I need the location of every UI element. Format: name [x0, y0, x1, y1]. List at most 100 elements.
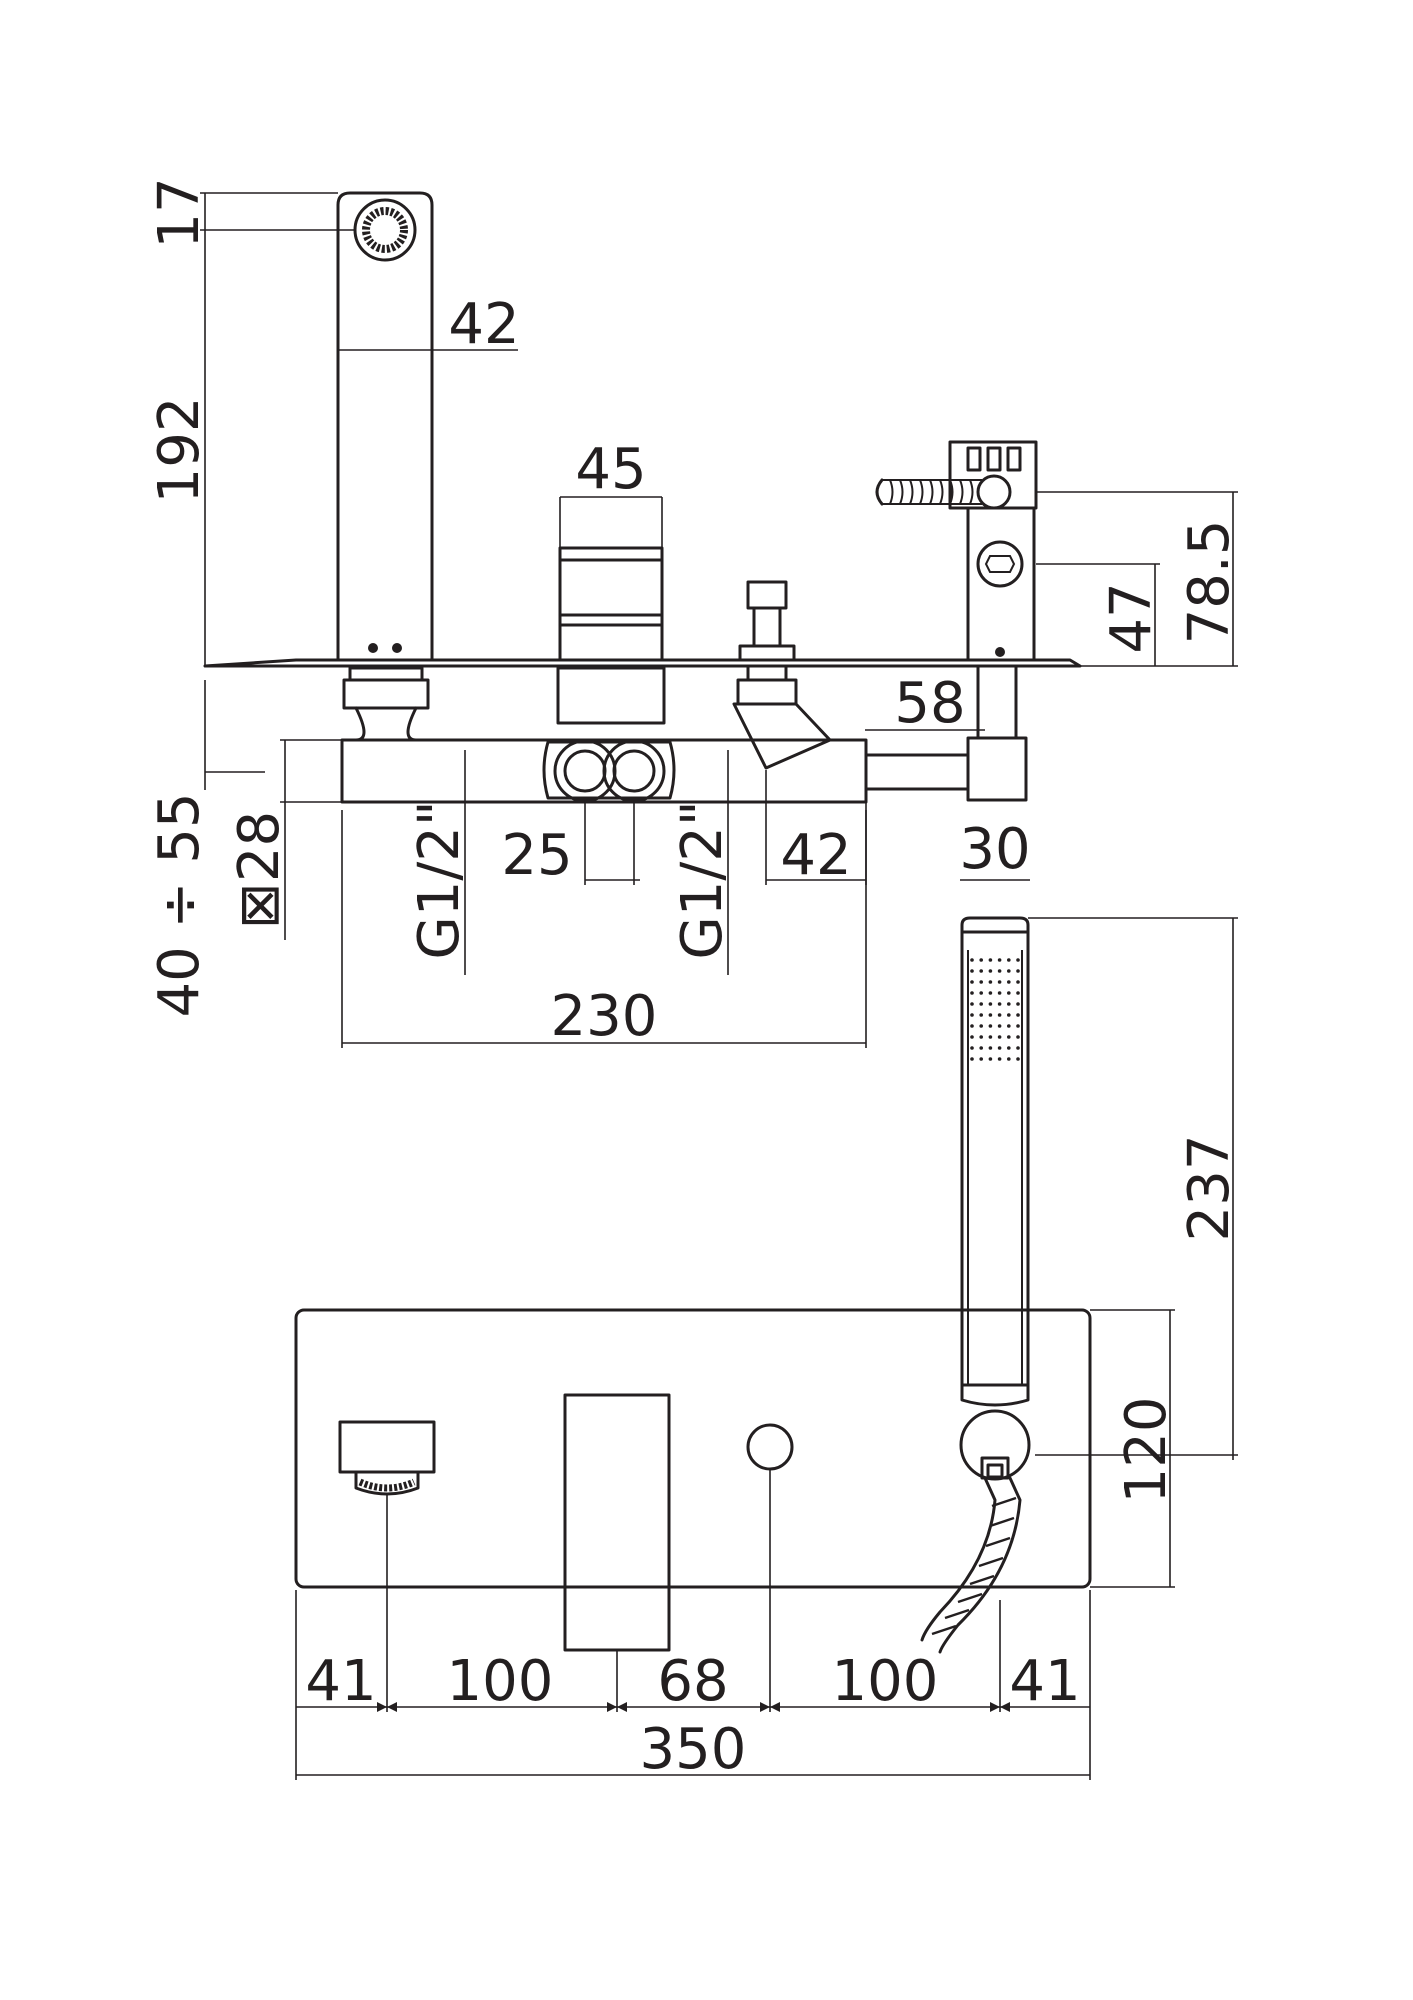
nozzle-dot	[970, 1002, 974, 1006]
nozzle-dot	[1016, 1002, 1020, 1006]
nozzle-dot	[997, 1024, 1002, 1028]
nozzle-dot	[997, 980, 1002, 984]
nozzle-dot	[1016, 980, 1020, 984]
nozzle-dot	[997, 969, 1002, 973]
nozzle-dot	[988, 1046, 993, 1050]
dim-230	[341, 810, 867, 1048]
dim-40-55-label: 40 ÷ 55	[147, 792, 212, 1017]
dim-58-label: 58	[894, 671, 965, 736]
hose-rib	[989, 1516, 1015, 1528]
hose-rib	[969, 1574, 995, 1586]
nozzle-dot	[970, 1035, 974, 1039]
nozzle-dot	[988, 1057, 993, 1061]
nozzle-dot	[1016, 969, 1020, 973]
nozzle-dot	[988, 991, 993, 995]
nozzle-dot	[1007, 958, 1011, 962]
dim-bottom-spacing	[295, 1469, 1091, 1780]
nozzle-dot	[1016, 991, 1020, 995]
nozzle-dot	[979, 1035, 983, 1039]
dim-28-label: ⊠28	[227, 811, 292, 929]
nozzle-dot	[979, 1002, 983, 1006]
nozzle-dot	[979, 1024, 983, 1028]
dim-holder	[865, 491, 1238, 731]
nozzle-dot	[979, 958, 983, 962]
nozzle-dot	[988, 1002, 993, 1006]
dim-45-label: 45	[575, 437, 646, 502]
dim-body-left	[204, 680, 342, 940]
hose-rib	[931, 1624, 957, 1636]
dim-350-label: 350	[640, 1717, 747, 1782]
nozzle-dot	[997, 1035, 1002, 1039]
nozzle-dot	[979, 980, 983, 984]
wall-plate	[294, 1308, 1092, 1652]
hose-rib	[944, 1608, 970, 1620]
nozzle-dot	[988, 969, 993, 973]
valve-body	[340, 664, 1028, 804]
nozzle-dot	[1007, 1002, 1011, 1006]
nozzle-dot	[970, 969, 974, 973]
nozzle-grid	[970, 958, 1020, 1061]
nozzle-dot	[997, 1013, 1002, 1017]
dim-68-label: 68	[657, 1649, 728, 1714]
nozzle-dot	[1016, 1035, 1020, 1039]
nozzle-dot	[1016, 1057, 1020, 1061]
deck-plate	[203, 658, 1082, 668]
shower-holder	[875, 440, 1038, 662]
dim-47-label: 47	[1099, 582, 1164, 653]
dim-120	[1090, 1309, 1175, 1588]
nozzle-dot	[1016, 958, 1020, 962]
dim-spout	[200, 192, 518, 665]
hose-rib	[985, 1536, 1011, 1548]
nozzle-dot	[979, 991, 983, 995]
dim-41-right-label: 41	[1009, 1649, 1080, 1714]
dim-100-right-label: 100	[832, 1649, 939, 1714]
nozzle-dot	[997, 1002, 1002, 1006]
dim-42-outlet-label: 42	[780, 823, 851, 888]
dim-120-label: 120	[1114, 1397, 1179, 1504]
nozzle-dot	[1007, 991, 1011, 995]
nozzle-dot	[979, 1057, 983, 1061]
dim-41-left-label: 41	[305, 1649, 376, 1714]
nozzle-dot	[970, 991, 974, 995]
nozzle-dot	[970, 1024, 974, 1028]
spout	[336, 191, 434, 662]
nozzle-dot	[970, 1013, 974, 1017]
nozzle-dot	[997, 958, 1002, 962]
nozzle-dot	[997, 1046, 1002, 1050]
shower-hose	[920, 1476, 1022, 1654]
dim-230-label: 230	[551, 984, 658, 1049]
nozzle-dot	[1007, 969, 1011, 973]
hand-shower	[960, 916, 1238, 1460]
nozzle-dot	[979, 969, 983, 973]
dim-78-5-label: 78.5	[1177, 520, 1242, 645]
dim-237-label: 237	[1177, 1135, 1242, 1242]
diverter	[738, 580, 796, 662]
dim-192-label: 192	[147, 397, 212, 504]
nozzle-dot	[997, 991, 1002, 995]
hose-rib	[991, 1496, 1017, 1508]
nozzle-dot	[970, 980, 974, 984]
dim-17-label: 17	[147, 177, 212, 248]
dim-42-spout-label: 42	[448, 292, 519, 357]
nozzle-dot	[988, 1035, 993, 1039]
hose-rib	[978, 1556, 1004, 1568]
nozzle-dot	[970, 1046, 974, 1050]
thread-left-label: G1/2"	[407, 800, 472, 959]
nozzle-dot	[1007, 1057, 1011, 1061]
dim-100-left-label: 100	[447, 1649, 554, 1714]
hose-rib	[957, 1592, 983, 1604]
nozzle-dot	[997, 1057, 1002, 1061]
nozzle-dot	[970, 1057, 974, 1061]
nozzle-dot	[988, 980, 993, 984]
nozzle-dot	[1007, 980, 1011, 984]
nozzle-dot	[979, 1046, 983, 1050]
mixer-handle	[558, 496, 664, 662]
nozzle-dot	[1016, 1013, 1020, 1017]
thread-right-label: G1/2"	[670, 800, 735, 959]
nozzle-dot	[970, 958, 974, 962]
nozzle-dot	[1007, 1013, 1011, 1017]
dim-30-label: 30	[959, 817, 1030, 882]
nozzle-dot	[1016, 1046, 1020, 1050]
